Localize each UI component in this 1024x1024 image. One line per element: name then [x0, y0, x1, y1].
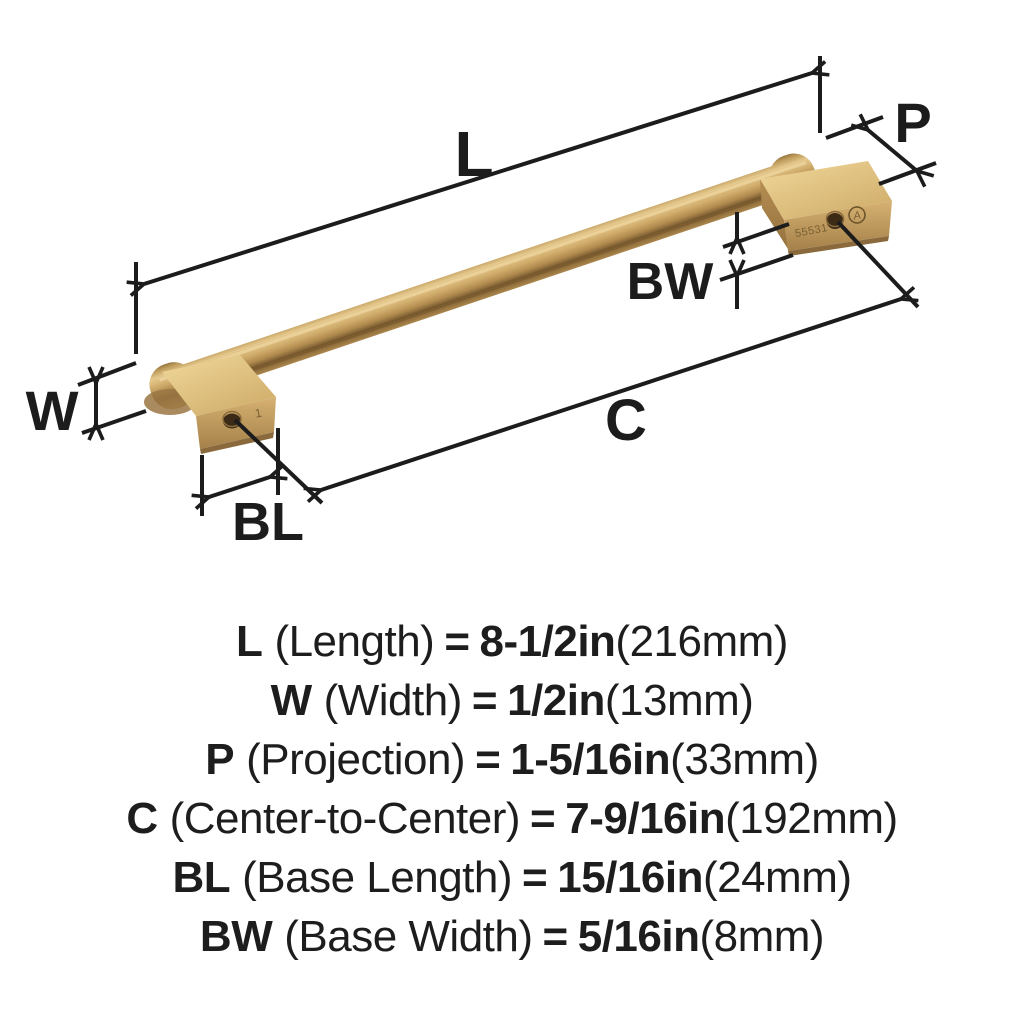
spec-value-imperial: 15/16in	[557, 853, 703, 902]
spec-value-imperial: 8-1/2in	[479, 617, 616, 666]
spec-row-length: L(Length)=8-1/2in(216mm)	[0, 612, 1024, 671]
spec-value-imperial: 5/16in	[577, 912, 700, 961]
width-label: W	[26, 379, 79, 442]
spec-row-base-length: BL(Base Length)=15/16in(24mm)	[0, 848, 1024, 907]
spec-label: P	[205, 735, 235, 784]
left-base-top-face	[162, 355, 276, 416]
dimension-lines	[96, 73, 917, 497]
brand-logo-circle-icon	[848, 206, 866, 224]
spec-label: BL	[172, 853, 231, 902]
c-dimension-line	[321, 299, 901, 490]
bw-top-extension-tick	[722, 222, 790, 249]
spec-table: L(Length)=8-1/2in(216mm) W(Width)=1/2in(…	[0, 612, 1024, 966]
spec-dimension-name: (Projection)	[246, 735, 466, 784]
length-label: L	[454, 118, 493, 190]
projection-label: P	[894, 91, 931, 154]
spec-value-metric: (33mm)	[670, 735, 819, 784]
center-to-center-label: C	[605, 388, 647, 453]
w-top-extension-tick	[77, 361, 137, 387]
spec-value-metric: (8mm)	[699, 912, 825, 961]
spec-dimension-name: (Base Width)	[284, 912, 533, 961]
w-bottom-extension-tick	[81, 409, 147, 435]
base-width-label: BW	[627, 253, 715, 311]
spec-equals-sign: =	[475, 735, 501, 784]
spec-row-center-to-center: C(Center-to-Center)=7-9/16in(192mm)	[0, 789, 1024, 848]
spec-label: W	[270, 676, 313, 725]
p-dimension-line	[868, 130, 917, 171]
left-base-screw-hole-rim	[222, 410, 242, 428]
spec-dimension-name: (Base Length)	[242, 853, 513, 902]
bl-dimension-line	[209, 477, 270, 497]
spec-row-base-width: BW(Base Width)=5/16in(8mm)	[0, 907, 1024, 966]
brand-logo-letter: A	[851, 209, 861, 222]
base-length-label: BL	[232, 492, 304, 552]
spec-value-metric: (216mm)	[615, 617, 788, 666]
p-bottom-extension-tick	[878, 161, 937, 186]
spec-dimension-name: (Width)	[323, 676, 463, 725]
spec-dimension-name: (Length)	[274, 617, 435, 666]
spec-label: BW	[199, 912, 273, 961]
spec-label: C	[126, 794, 158, 843]
spec-equals-sign: =	[444, 617, 470, 666]
spec-value-metric: (192mm)	[725, 794, 898, 843]
spec-equals-sign: =	[522, 853, 548, 902]
bar-shadow-stripe	[161, 178, 815, 402]
spec-value-imperial: 7-9/16in	[565, 794, 726, 843]
spec-value-imperial: 1-5/16in	[510, 735, 671, 784]
spec-equals-sign: =	[530, 794, 556, 843]
spec-equals-sign: =	[542, 912, 569, 961]
spec-dimension-name: (Center-to-Center)	[169, 794, 521, 843]
spec-row-width: W(Width)=1/2in(13mm)	[0, 671, 1024, 730]
bw-bottom-extension-tick	[719, 253, 794, 282]
spec-label: L	[236, 617, 263, 666]
spec-value-metric: (24mm)	[702, 853, 852, 902]
spec-value-imperial: 1/2in	[507, 676, 605, 725]
left-base-engraving: 1	[254, 406, 263, 421]
spec-value-metric: (13mm)	[604, 676, 754, 725]
spec-equals-sign: =	[471, 676, 498, 725]
l-dimension-line	[144, 73, 812, 284]
spec-row-projection: P(Projection)=1-5/16in(33mm)	[0, 730, 1024, 789]
product-dimension-diagram: 1 55531 A	[26, 56, 937, 552]
